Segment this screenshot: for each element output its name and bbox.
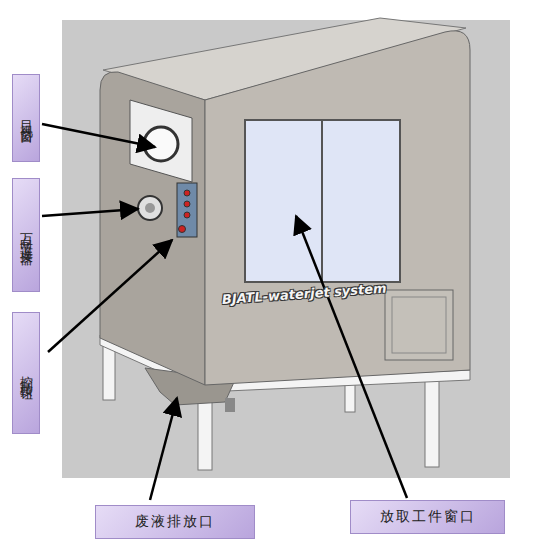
access-panel	[385, 290, 453, 360]
workpiece-window	[245, 120, 400, 282]
control-panel	[177, 183, 197, 237]
callout-box: 万向节连接器	[12, 178, 40, 292]
joint-core	[145, 203, 155, 213]
render-background	[62, 20, 510, 478]
callout-box: 废液排放口	[95, 505, 255, 539]
cabinet-side	[100, 72, 205, 385]
callout-label: 目视窗口	[17, 110, 35, 126]
callout-label: 废液排放口	[135, 513, 215, 531]
cabinet-front	[205, 31, 470, 385]
callout-label: 放取工件窗口	[380, 508, 476, 526]
universal-joint	[138, 196, 162, 220]
leader-arrows	[42, 124, 407, 500]
window-divider	[321, 120, 323, 282]
viewing-window-frame	[130, 100, 192, 182]
callout-box: 控制按钮	[12, 312, 40, 434]
drain-outlet	[225, 398, 235, 412]
callout-box: 目视窗口	[12, 74, 40, 162]
callout-box: 放取工件窗口	[350, 500, 505, 534]
callout-label: 万向节连接器	[17, 223, 35, 247]
callout-label: 控制按钮	[17, 365, 35, 381]
panel-inset	[392, 297, 446, 353]
viewing-port	[144, 127, 178, 161]
control-buttons	[179, 190, 191, 233]
